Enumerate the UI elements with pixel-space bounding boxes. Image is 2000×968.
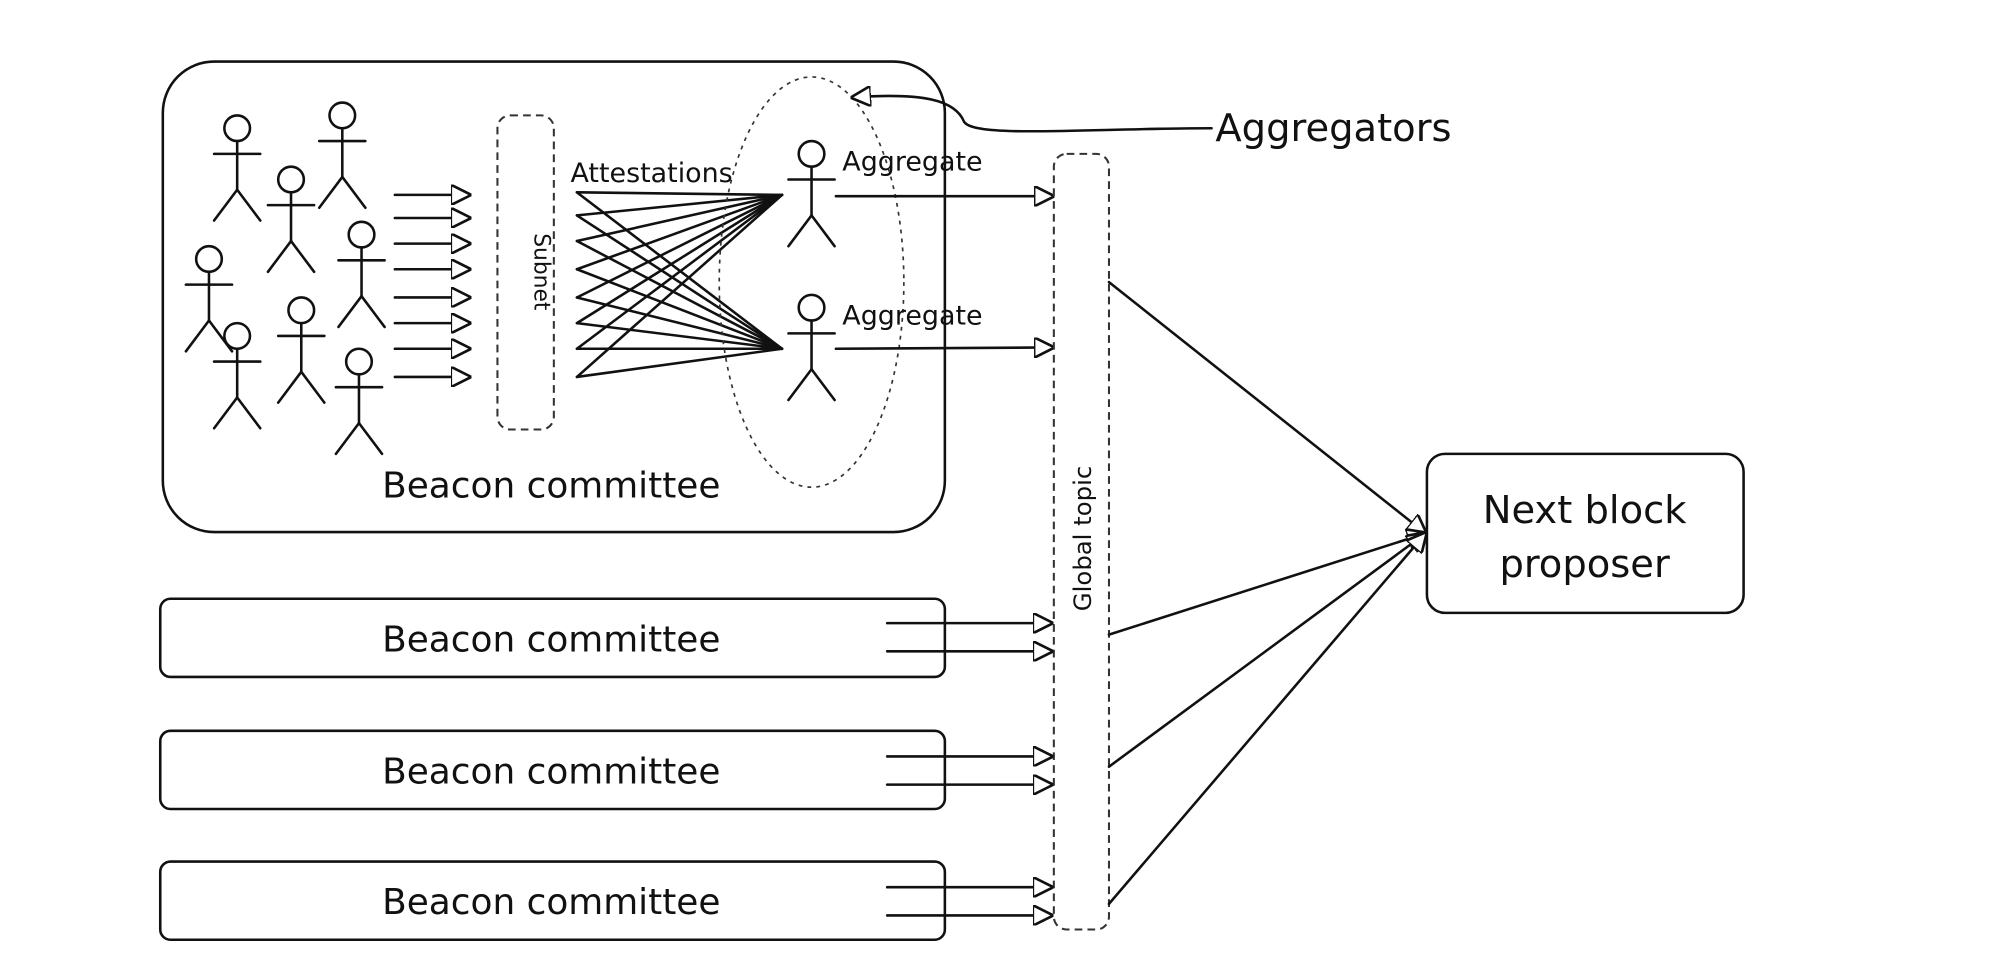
attestation-line bbox=[575, 267, 784, 351]
committee-label-3: Beacon committee bbox=[382, 751, 720, 792]
proposer-line bbox=[1107, 533, 1426, 636]
proposer-lines bbox=[1107, 280, 1426, 906]
committee-box-4 bbox=[158, 860, 947, 942]
attestation-line bbox=[575, 193, 784, 243]
aggregators-pointer bbox=[853, 96, 1213, 133]
attestations-label: Attestations bbox=[571, 158, 733, 189]
subnet-label: Subnet bbox=[529, 233, 554, 311]
global-topic-box bbox=[1052, 152, 1111, 931]
validator-stick-figure bbox=[184, 244, 234, 353]
proposer-label-line2: proposer bbox=[1499, 542, 1670, 587]
attestation-line bbox=[575, 296, 784, 351]
proposer-line bbox=[1107, 280, 1426, 533]
proposer-label-line1: Next block bbox=[1483, 488, 1688, 533]
attestation-line bbox=[575, 193, 784, 325]
attestation-line bbox=[575, 347, 784, 379]
committee-box-2 bbox=[158, 597, 947, 679]
validators-group bbox=[184, 101, 836, 456]
committee-label-4: Beacon committee bbox=[382, 882, 720, 923]
aggregate-arrow-2 bbox=[834, 347, 1053, 348]
main-committee-box bbox=[161, 60, 947, 534]
attestation-line bbox=[575, 193, 784, 217]
attestation-line bbox=[575, 239, 784, 351]
attestation-line bbox=[575, 214, 784, 351]
attestation-lines bbox=[575, 191, 784, 379]
global-topic-label: Global topic bbox=[1068, 466, 1097, 611]
attestation-line bbox=[575, 193, 784, 271]
aggregators-ellipse bbox=[718, 76, 905, 489]
subnet-box bbox=[496, 114, 555, 431]
validator-stick-figure bbox=[334, 347, 384, 456]
proposer-line bbox=[1107, 533, 1426, 906]
validator-stick-figure bbox=[266, 165, 316, 274]
attestation-line bbox=[575, 193, 784, 351]
validator-stick-figure bbox=[317, 101, 367, 209]
validator-stick-figure bbox=[337, 220, 386, 329]
validator-stick-figure bbox=[276, 296, 326, 404]
validator-arrows bbox=[393, 195, 469, 377]
next-block-proposer-box bbox=[1425, 452, 1745, 615]
main-committee-label: Beacon committee bbox=[382, 465, 720, 506]
aggregate-label-2: Aggregate bbox=[842, 300, 982, 331]
proposer-line bbox=[1107, 533, 1426, 768]
validator-stick-figure bbox=[212, 114, 262, 222]
attestation-line bbox=[575, 193, 784, 379]
aggregator-stick-figure bbox=[787, 139, 836, 248]
attestation-line bbox=[575, 321, 784, 351]
aggregator-stick-figure bbox=[787, 293, 836, 402]
aggregate-label-1: Aggregate bbox=[842, 147, 982, 178]
committee-label-2: Beacon committee bbox=[382, 619, 720, 660]
attestation-line bbox=[575, 191, 784, 197]
attestation-line bbox=[575, 193, 784, 299]
aggregators-label: Aggregators bbox=[1215, 106, 1451, 151]
committee-arrows bbox=[885, 623, 1051, 915]
validator-stick-figure bbox=[212, 321, 262, 430]
committee-box-3 bbox=[158, 729, 947, 811]
